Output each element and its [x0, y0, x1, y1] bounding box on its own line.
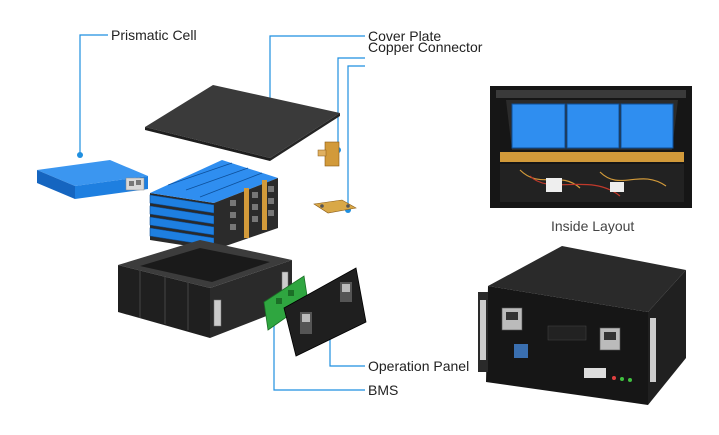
label-operation-panel: Operation Panel	[368, 358, 470, 374]
leader-bms	[273, 318, 365, 391]
leader-prismatic-cell	[79, 34, 108, 155]
housing-illustration	[118, 240, 292, 338]
label-inside-layout: Inside Layout	[551, 218, 635, 234]
label-copper-connector: Copper Connector	[368, 39, 483, 55]
leader-copper-connector-1	[337, 57, 365, 150]
leader-cover-plate	[269, 35, 365, 110]
assembled-battery-photo	[478, 246, 686, 405]
label-cover-plate: Cover Plate	[368, 28, 442, 44]
label-bms: BMS	[368, 382, 399, 398]
inside-layout-photo	[490, 86, 692, 208]
copper-connector-illustration	[313, 141, 357, 214]
operation-panel-illustration	[283, 267, 367, 357]
cover-plate-illustration	[145, 85, 340, 161]
cell-stack-illustration	[149, 160, 278, 250]
leader-dot-prismatic-cell	[77, 152, 83, 158]
prismatic-cell-illustration	[37, 160, 148, 199]
label-prismatic-cell: Prismatic Cell	[111, 27, 197, 43]
leader-copper-connector-2	[347, 65, 365, 210]
